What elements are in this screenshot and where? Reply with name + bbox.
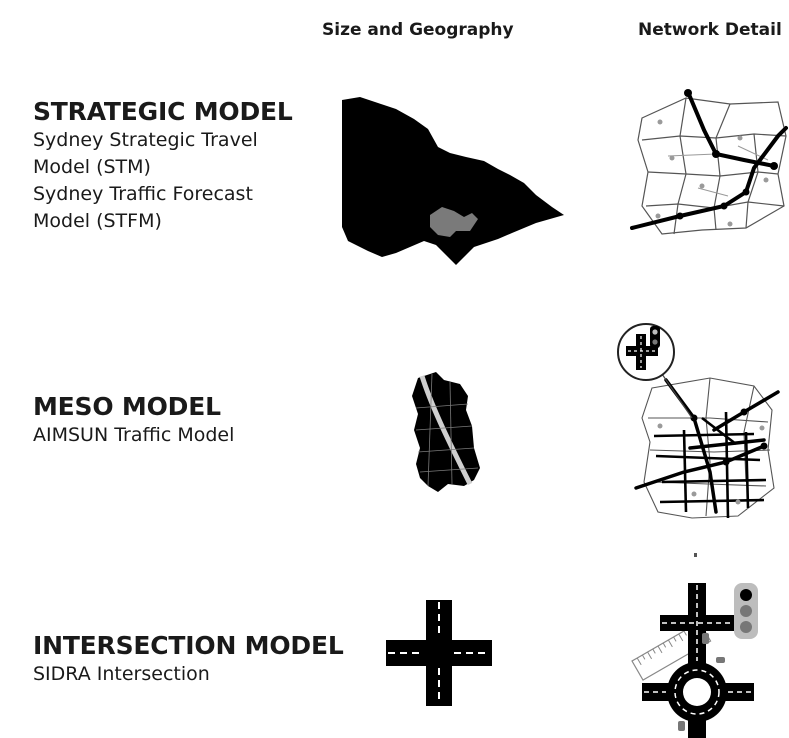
intersection-model-label: INTERSECTION MODEL SIDRA Intersection bbox=[33, 631, 344, 688]
roundabout-intersection-icon bbox=[631, 553, 758, 738]
meso-model-label: MESO MODEL AIMSUN Traffic Model bbox=[33, 392, 234, 449]
strategic-model-line-3: Sydney Traffic Forecast bbox=[33, 183, 253, 205]
large-region-map-icon bbox=[342, 97, 564, 265]
sub-region-map-icon bbox=[412, 372, 480, 492]
strategic-model-line-2: Model (STM) bbox=[33, 156, 151, 178]
road-crossing-icon bbox=[386, 600, 492, 706]
strategic-model-line-4: Model (STFM) bbox=[33, 210, 162, 232]
strategic-model-label: STRATEGIC MODEL Sydney Strategic Travel … bbox=[33, 97, 293, 235]
street-grid-network-icon bbox=[617, 323, 780, 519]
strategic-zone-network-icon bbox=[630, 89, 788, 235]
meso-model-title: MESO MODEL bbox=[33, 392, 221, 421]
strategic-model-line-1: Sydney Strategic Travel bbox=[33, 129, 258, 151]
network-detail-header: Network Detail bbox=[638, 20, 782, 40]
intersection-model-title: INTERSECTION MODEL bbox=[33, 631, 344, 660]
intersection-model-line-1: SIDRA Intersection bbox=[33, 663, 210, 685]
strategic-model-title: STRATEGIC MODEL bbox=[33, 97, 293, 126]
size-geography-header: Size and Geography bbox=[322, 20, 514, 40]
meso-model-line-1: AIMSUN Traffic Model bbox=[33, 424, 235, 446]
